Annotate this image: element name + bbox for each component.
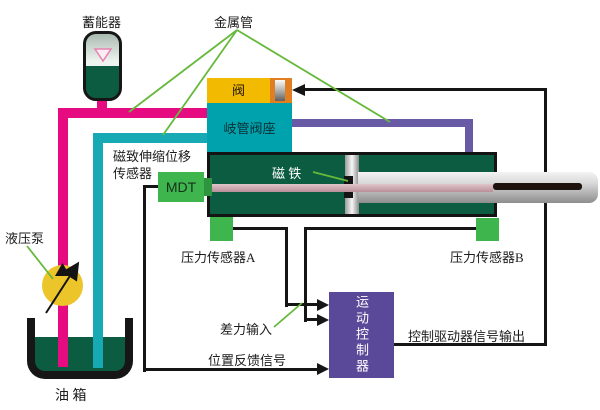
cyan-return-pipe-vertical [93, 133, 103, 368]
manifold-label: 岐管阀座 [223, 121, 276, 136]
sensor-b-wire-in [304, 318, 317, 321]
oil-tank-label: 油 箱 [55, 389, 87, 404]
accumulator-gas-chamber [86, 34, 119, 66]
manifold-valve-seat: 岐管阀座 [207, 103, 292, 153]
purple-pipe-horizontal [292, 119, 473, 127]
mdt-sensor: MDT [158, 172, 204, 202]
servo-valve: 阀 [207, 78, 270, 103]
metal-pipe-label: 金属管 [214, 15, 254, 30]
pressure-sensor-a-label: 压力传感器A [181, 250, 256, 265]
pressure-sensor-b [476, 218, 499, 241]
mdt-wire-v [143, 185, 146, 372]
differential-input-pointer [273, 302, 303, 328]
sensor-b-wire-h [304, 227, 476, 230]
displacement-sensor-label: 磁致伸缩位移 传感器 [113, 148, 191, 182]
sensor-a-wire-h [233, 227, 288, 230]
pink-supply-pipe-vertical [58, 108, 68, 367]
hydraulic-pump [42, 265, 83, 306]
mdt-waveguide-rod [212, 184, 493, 192]
position-feedback-label: 位置反馈信号 [208, 353, 287, 368]
cyan-return-pipe-horizontal [93, 133, 207, 143]
drive-signal-wire-right [544, 88, 547, 346]
pink-supply-pipe-horizontal [58, 108, 208, 118]
oil-tank [27, 318, 133, 379]
drive-signal-wire-top [304, 88, 547, 91]
motion-controller: 运动控制器 [329, 292, 394, 378]
magnet-label: 磁 铁 [272, 166, 302, 181]
feedback-wire [143, 368, 317, 371]
piston-rod-bore [493, 183, 582, 190]
valve-label: 阀 [231, 83, 245, 98]
displacement-sensor-label-line2: 传感器 [113, 166, 153, 181]
hydraulic-pump-label: 液压泵 [5, 231, 45, 246]
mdt-wire-h [143, 185, 158, 188]
controller-input-arrow-1 [317, 299, 329, 311]
controller-output-wire [394, 343, 544, 346]
mdt-connector [203, 178, 212, 196]
accumulator [83, 31, 122, 101]
purple-pipe-vertical [465, 119, 473, 156]
valve-spool [275, 80, 285, 101]
displacement-sensor-label-line1: 磁致伸缩位移 [113, 149, 192, 164]
differential-input-label: 差力输入 [220, 322, 273, 337]
accumulator-stem-pipe [97, 98, 107, 110]
sensor-a-wire-v [285, 227, 288, 307]
valve-input-arrow [292, 84, 305, 96]
sensor-b-wire-v [304, 227, 307, 322]
pressure-sensor-a [210, 217, 233, 241]
controller-input-arrow-2 [317, 314, 329, 326]
drive-output-label: 控制驱动器信号输出 [408, 329, 526, 344]
accumulator-label: 蓄能器 [82, 15, 122, 30]
motion-controller-label: 运动控制器 [354, 295, 369, 375]
controller-input-arrow-3 [317, 363, 329, 375]
tank-fluid [35, 337, 125, 371]
mdt-label: MDT [165, 179, 197, 195]
pressure-sensor-b-label: 压力传感器B [450, 250, 524, 265]
sensor-a-wire-in [285, 303, 317, 306]
